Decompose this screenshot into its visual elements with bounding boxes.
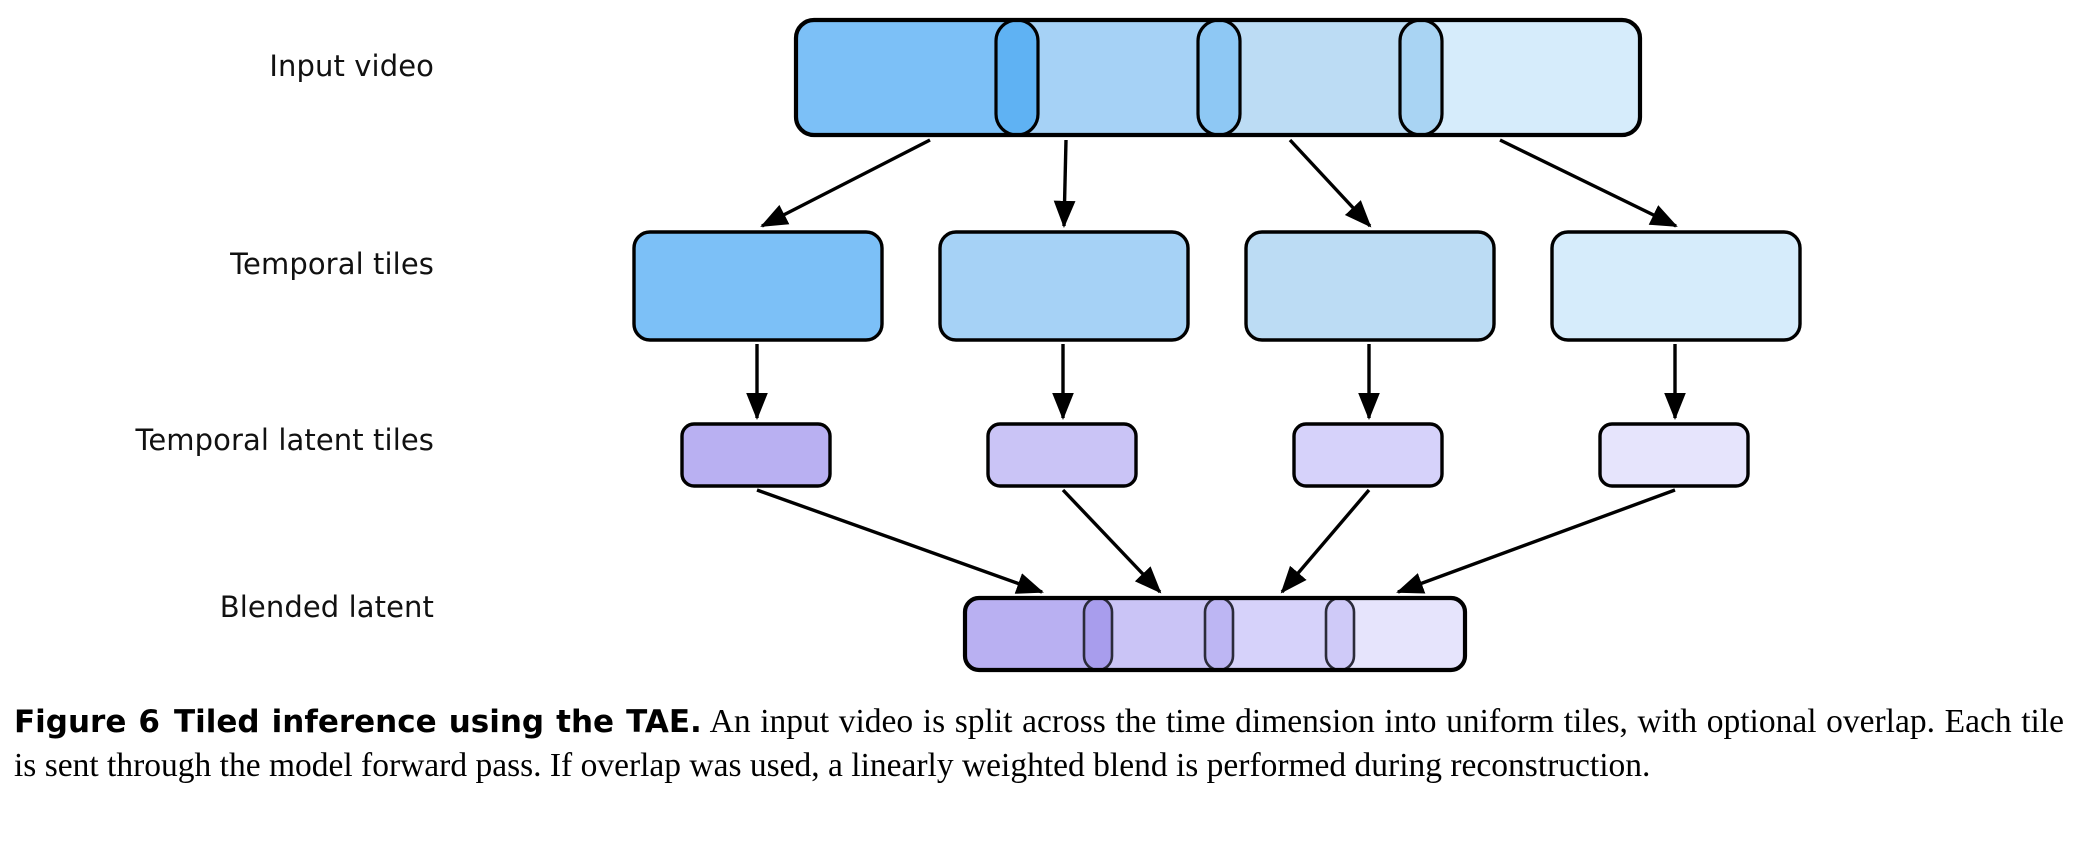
encode-arrows: [746, 344, 1686, 421]
caption-figure-number: Figure 6: [14, 704, 160, 740]
segment-2: [1006, 20, 1217, 135]
blended-segment-3: [1215, 598, 1340, 670]
temporal-tile-2: [938, 230, 1190, 342]
arrow-split-4: [1499, 138, 1678, 228]
temporal-tile-4: [1550, 230, 1802, 342]
blended-latent-bar: [962, 595, 1468, 673]
blended-overlap-1: [1082, 596, 1114, 672]
row-label-blended-latent: Blended latent: [220, 590, 434, 624]
temporal-tile-1: [632, 230, 884, 342]
blended-overlap-3: [1324, 596, 1356, 672]
latent-tile-4: [1598, 422, 1750, 488]
caption-body-text: An input video is split across the time …: [14, 703, 2064, 784]
latent-tile-2: [986, 422, 1138, 488]
temporal-tiles-row: [632, 230, 1802, 342]
overlap-3: [1398, 18, 1444, 137]
arrow-blend-1: [756, 488, 1044, 594]
latent-tile-3: [1292, 422, 1444, 488]
caption-figure-title: Tiled inference using the TAE.: [174, 704, 702, 740]
blended-latent-bar-outline: [962, 595, 1468, 673]
segment-3: [1217, 20, 1428, 135]
segment-1: [796, 20, 1006, 135]
arrow-split-3: [1288, 138, 1372, 228]
temporal-latent-tiles-row: [680, 422, 1750, 488]
arrow-blend-4: [1396, 488, 1676, 594]
arrow-split-2: [1053, 139, 1076, 229]
arrow-blend-3: [1280, 488, 1371, 594]
blended-segment-1: [965, 598, 1090, 670]
arrow-split-1: [760, 138, 931, 228]
blended-segment-4: [1340, 598, 1465, 670]
input-video-bar: [793, 17, 1643, 138]
overlap-2: [1196, 18, 1242, 137]
blend-arrows: [756, 488, 1676, 594]
tiled-inference-diagram: Input video Temporal tiles Temporal late…: [134, 17, 1802, 673]
split-arrows: [760, 138, 1678, 229]
temporal-tile-3: [1244, 230, 1496, 342]
arrow-blend-2: [1061, 488, 1162, 594]
overlap-1: [994, 18, 1040, 137]
figure-caption: Figure 6 Tiled inference using the TAE. A…: [14, 700, 2064, 788]
segment-4: [1428, 20, 1640, 135]
input-video-bar-outline: [793, 17, 1643, 138]
row-label-temporal-tiles: Temporal tiles: [229, 247, 434, 281]
row-labels: Input video Temporal tiles Temporal late…: [134, 49, 434, 624]
latent-tile-1: [680, 422, 832, 488]
row-label-input-video: Input video: [269, 49, 434, 83]
row-label-temporal-latent-tiles: Temporal latent tiles: [134, 423, 434, 457]
blended-overlap-2: [1203, 596, 1235, 672]
